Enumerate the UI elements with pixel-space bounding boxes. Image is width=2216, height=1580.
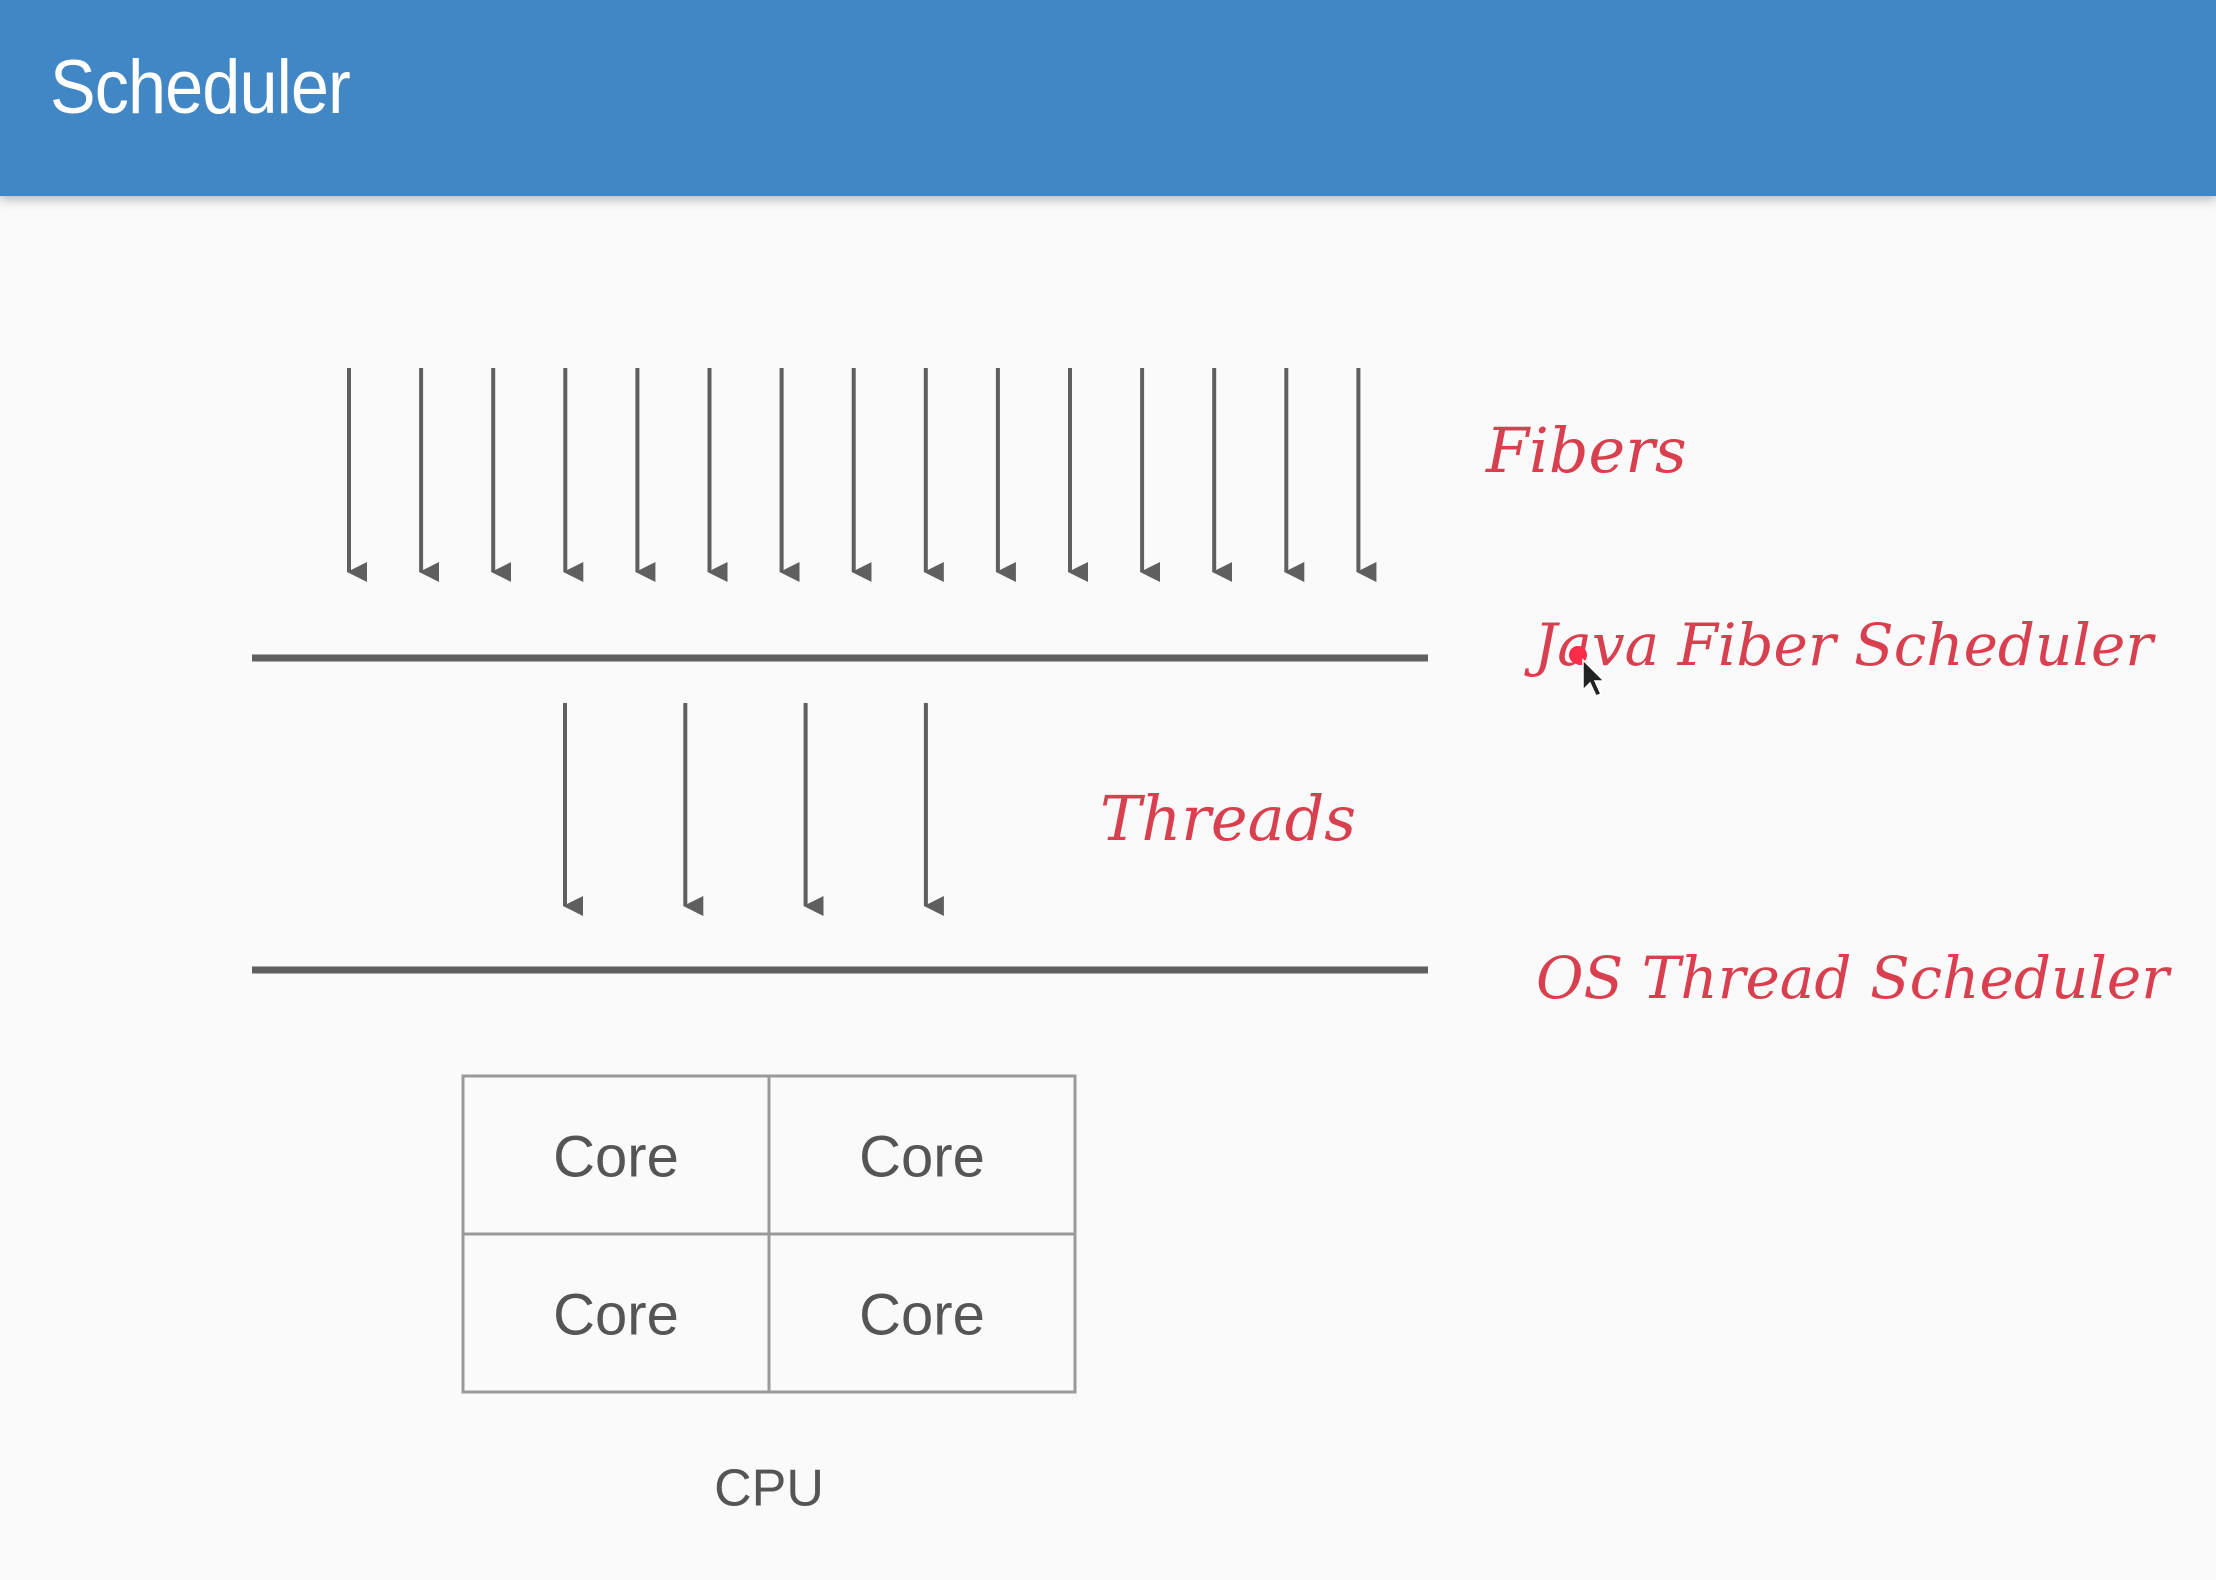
cpu-label: CPU [714,1460,824,1518]
mouse-cursor-icon [1582,658,1606,697]
thread-arrows [563,703,944,916]
cpu-core-1: Core [553,1124,679,1189]
java-fiber-scheduler-label: Java Fiber Scheduler [1524,611,2156,679]
cpu-core-3: Core [553,1282,679,1347]
cpu-box: Core Core Core Core [461,1074,1077,1394]
fiber-arrows [347,368,1377,582]
os-thread-scheduler-label: OS Thread Scheduler [1536,944,2172,1012]
header-bar: Scheduler [0,0,2216,196]
cpu-core-2: Core [859,1124,985,1189]
page-title: Scheduler [50,45,351,130]
fibers-label: Fibers [1485,414,1687,487]
threads-label: Threads [1100,782,1356,855]
cpu-core-4: Core [859,1282,985,1347]
